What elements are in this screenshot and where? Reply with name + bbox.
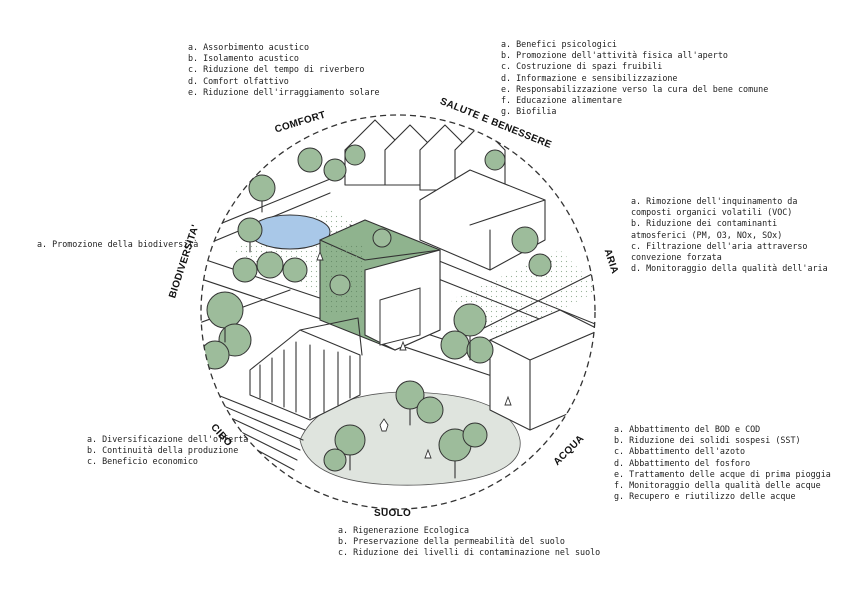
list-suolo: a. Rigenerazione Ecologica b. Preservazi… (338, 525, 600, 559)
list-cibo: a. Diversificazione dell'offerta b. Cont… (87, 434, 248, 468)
park-ground (299, 391, 521, 486)
list-item: e. Responsabilizzazione verso la cura de… (501, 83, 769, 94)
list-item: b. Riduzione dei solidi sospesi (SST) (614, 435, 801, 446)
list-item: c. Costruzione di spazi fruibili (501, 61, 663, 72)
list-item: c. Riduzione dei livelli di contaminazio… (338, 547, 601, 558)
list-item: a. Benefici psicologici (501, 39, 617, 49)
list-item: b. Preservazione della permeabilità del … (338, 536, 565, 547)
list-item: a. Promozione della biodiversità (37, 239, 199, 249)
category-suolo: SUOLO (374, 508, 412, 519)
list-item: g. Recupero e riutilizzo delle acque (614, 491, 796, 502)
list-item: f. Educazione alimentare (501, 95, 623, 106)
list-item: c. Riduzione del tempo di riverbero (188, 64, 365, 75)
list-item: a. Rigenerazione Ecologica (338, 525, 470, 535)
list-biodiversita: a. Promozione della biodiversità (37, 239, 198, 250)
list-item: c. Beneficio economico (87, 456, 198, 467)
people (316, 250, 512, 459)
list-item: c. Abbattimento dell'azoto (614, 446, 746, 457)
list-item: a. Diversificazione dell'offerta (87, 434, 249, 444)
tree-trunks (224, 200, 471, 479)
list-item: d. Comfort olfattivo (188, 75, 289, 86)
building-right (489, 309, 595, 431)
list-aria: a. Rimozione dell'inquinamento da compos… (631, 196, 831, 274)
list-item: b. Promozione dell'attività fisica all'a… (501, 50, 728, 61)
list-item: b. Isolamento acustico (188, 53, 299, 64)
list-salute: a. Benefici psicologici b. Promozione de… (501, 39, 768, 117)
list-item: a. Rimozione dell'inquinamento da compos… (631, 196, 798, 218)
list-item: a. Abbattimento del BOD e COD (614, 424, 761, 434)
trees (201, 144, 552, 472)
list-item: b. Continuità della produzione (87, 445, 239, 456)
list-item: b. Riduzione dei contaminanti atmosferic… (631, 218, 783, 240)
list-item: f. Monitoraggio della qualità delle acqu… (614, 480, 821, 491)
list-item: d. Monitoraggio della qualità dell'aria (631, 263, 828, 274)
list-item: e. Trattamento delle acque di prima piog… (614, 468, 831, 479)
scene-contents (201, 119, 595, 493)
green-lawn (450, 250, 595, 340)
list-comfort: a. Assorbimento acustico b. Isolamento a… (188, 42, 380, 98)
green-building (319, 219, 441, 351)
list-acqua: a. Abbattimento del BOD e COD b. Riduzio… (614, 424, 831, 502)
list-item: d. Abbattimento del fosforo (614, 457, 751, 468)
list-item: g. Biofilia (501, 106, 557, 117)
list-item: d. Informazione e sensibilizzazione (501, 72, 678, 83)
dashed-circle-border (200, 114, 596, 510)
greenhouse (249, 317, 363, 421)
list-item: a. Assorbimento acustico (188, 42, 310, 52)
list-item: c. Filtrazione dell'aria attraverso conv… (631, 240, 808, 263)
list-item: e. Riduzione dell'irraggiamento solare (188, 86, 380, 97)
